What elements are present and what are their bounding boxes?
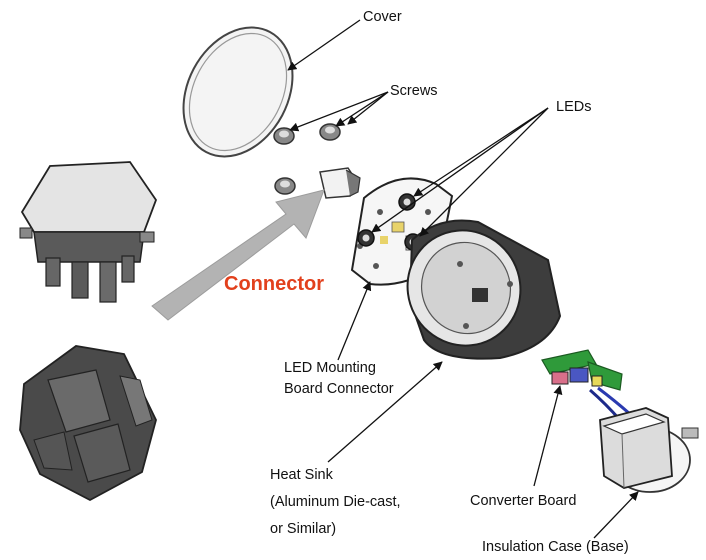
screw-part — [274, 177, 296, 195]
heat-sink-label-line2: (Aluminum Die-cast, — [270, 494, 401, 510]
led-component — [357, 229, 375, 247]
cover-part — [182, 26, 294, 158]
heat-sink-leader-line — [327, 361, 443, 463]
converter-board-leader-line — [533, 385, 563, 487]
screws-leader-line — [289, 91, 389, 132]
insulation-case-label: Insulation Case (Base) — [482, 539, 629, 555]
screws-leader-line — [335, 91, 389, 127]
cover-label: Cover — [363, 9, 402, 25]
screws-label: Screws — [390, 83, 438, 99]
led-mounting-board-label-line2: Board Connector — [284, 381, 394, 397]
led-mounting-board-label: LED Mounting Board Connector — [284, 358, 424, 400]
heat-sink-label-line3: or Similar) — [270, 521, 337, 537]
converter-board-part — [541, 349, 631, 421]
connector-dark-part — [19, 345, 157, 502]
screw-part — [273, 127, 295, 145]
cover-leader-line — [287, 19, 361, 71]
insulation-case-leader-line — [593, 491, 639, 539]
heat-sink-label-line1: Heat Sink — [270, 467, 333, 483]
heat-sink-label: Heat Sink (Aluminum Die-cast, or Similar… — [270, 462, 450, 543]
heat-sink-part — [406, 219, 562, 360]
big-gray-arrow — [151, 189, 325, 321]
leds-leader-line — [371, 107, 549, 233]
led-mounting-board-label-line1: LED Mounting — [284, 360, 376, 376]
screws-leader-line — [347, 91, 389, 125]
leds-label: LEDs — [556, 99, 592, 115]
small-connector-part — [319, 167, 361, 199]
leds-leader-line — [419, 107, 549, 237]
connector-label: Connector — [224, 273, 324, 295]
led-board-leader-line — [337, 281, 372, 361]
converter-board-label: Converter Board — [470, 493, 577, 509]
insulation-case-part — [599, 407, 699, 493]
screw-part — [319, 123, 341, 141]
leds-leader-line — [413, 107, 549, 197]
led-component — [398, 193, 416, 211]
connector-housing-part — [19, 161, 158, 303]
